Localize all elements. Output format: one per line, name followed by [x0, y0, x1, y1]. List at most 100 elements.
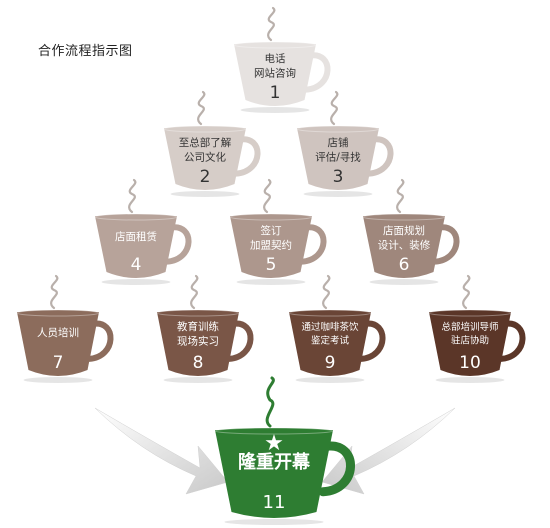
cup-handle: [299, 224, 327, 265]
cup-step-7: 人员培训 7: [16, 274, 114, 383]
cup-shadow: [170, 191, 240, 197]
page-title: 合作流程指示图: [38, 44, 133, 59]
cup-rim: [362, 213, 446, 221]
cup-shadow: [101, 279, 171, 285]
step-number: 7: [53, 353, 64, 373]
step-number: 3: [333, 167, 344, 187]
cup-body: [234, 44, 316, 106]
steam-icon: [322, 274, 331, 310]
cup-rim: [214, 427, 334, 435]
cup-handle: [432, 224, 460, 265]
cup-shadow: [435, 377, 505, 383]
step-label: 总部培训导师: [441, 321, 498, 333]
step-number: 4: [131, 255, 142, 275]
cup-body: [17, 312, 99, 376]
steam-icon: [462, 274, 471, 310]
steam-icon: [128, 178, 137, 214]
cup-shadow: [163, 377, 233, 383]
cup-rim: [16, 309, 100, 317]
cup-body: [289, 312, 371, 376]
cup-handle: [164, 224, 192, 265]
cup-body: [164, 128, 246, 190]
step-label: 加盟契约: [250, 239, 292, 252]
cup-handle: [226, 320, 254, 362]
step-number: 9: [325, 353, 336, 373]
step-number: 2: [200, 167, 211, 187]
star-icon: ★: [264, 431, 284, 456]
cup-shadow: [369, 279, 439, 285]
step-label: 公司文化: [184, 151, 226, 164]
steam-icon: [267, 6, 276, 42]
cup-shadow: [240, 107, 310, 113]
cup-shadow: [303, 191, 373, 197]
step-label: 至总部了解: [179, 136, 232, 149]
steam-icon: [263, 178, 272, 214]
cup-rim: [229, 213, 313, 221]
cup-handle: [86, 320, 114, 362]
step-label: 现场实习: [177, 335, 219, 348]
cup-step-4: 店面租赁 4: [94, 178, 192, 285]
cup-rim: [156, 309, 240, 317]
steam-icon: [330, 90, 339, 126]
cup-shadow: [23, 377, 93, 383]
step-label: 通过咖啡茶饮: [301, 321, 359, 333]
step-label: 店面规划: [383, 224, 425, 237]
steam-icon: [265, 376, 275, 428]
step-label: 驻店协助: [451, 335, 489, 347]
cup-body: [95, 216, 177, 278]
cup-rim: [288, 309, 372, 317]
cup-handle: [358, 320, 386, 362]
cup-rim: [163, 125, 247, 133]
cup-body: [297, 128, 379, 190]
cup-body: [429, 312, 511, 376]
steam-icon: [197, 90, 206, 126]
steam-icon: [50, 274, 59, 310]
step-number: 1: [270, 83, 281, 103]
left-arrow: [94, 407, 229, 495]
steam-icon: [396, 178, 405, 214]
cup-handle: [233, 136, 261, 177]
cup-shadow: [236, 279, 306, 285]
cup-handle: [498, 320, 526, 362]
cup-final: ★隆重开幕 11: [214, 376, 355, 525]
cup-shadow: [224, 519, 324, 525]
step-label: 店面租赁: [115, 230, 157, 243]
step-label: 评估/寻找: [315, 151, 361, 164]
step-label: 设计、装修: [378, 239, 431, 252]
step-number: 11: [263, 492, 286, 513]
steam-icon: [190, 274, 199, 310]
step-label: 店铺: [328, 136, 349, 149]
cup-rim: [296, 125, 380, 133]
step-label: 电话: [265, 52, 286, 65]
cup-body: [363, 216, 445, 278]
step-label: 隆重开幕: [238, 451, 311, 473]
step-number: 10: [459, 353, 481, 373]
step-label: 鉴定考试: [311, 335, 350, 347]
cup-handle: [318, 441, 355, 497]
cup-handle: [303, 52, 331, 93]
cup-body: [230, 216, 312, 278]
step-label: 教育训练: [177, 320, 219, 333]
step-label: 网站咨询: [254, 67, 296, 80]
cup-shadow: [295, 377, 365, 383]
step-label: 人员培训: [37, 326, 79, 339]
cup-body: [157, 312, 239, 376]
cup-rim: [94, 213, 178, 221]
step-label: 签订: [261, 224, 282, 237]
cup-handle: [366, 136, 394, 177]
cup-rim: [428, 309, 512, 317]
step-number: 8: [193, 353, 204, 373]
cup-rim: [233, 41, 317, 49]
step-number: 5: [266, 255, 277, 275]
cup-body: [215, 430, 333, 518]
step-number: 6: [399, 255, 410, 275]
